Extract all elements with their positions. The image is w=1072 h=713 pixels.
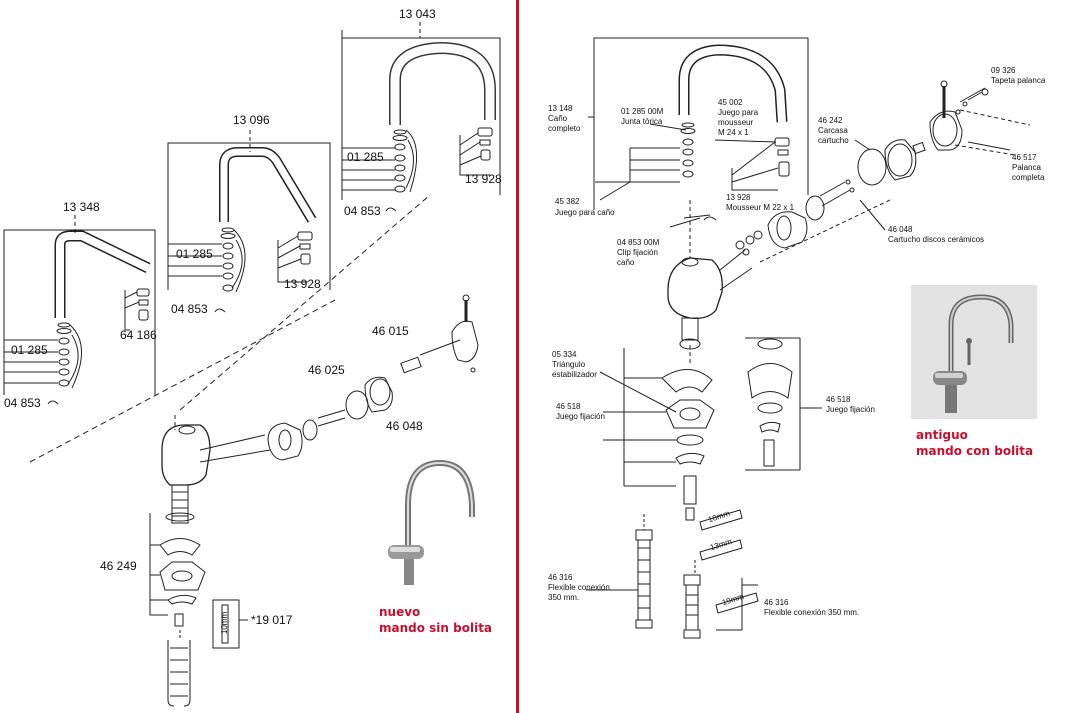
label-aerator-large: 13 928: [465, 172, 502, 186]
label-spout-name-2: completo: [548, 124, 581, 133]
label-clip-name-1: Clip fijación: [617, 248, 658, 257]
spout-small-drawing: [3, 215, 156, 405]
spout-large-drawing: [341, 22, 501, 212]
right-spout-drawing: [593, 37, 809, 258]
label-hose-part: *19 017: [251, 613, 293, 627]
label-lever-name-1: Palanca: [1012, 163, 1041, 172]
new-faucet-photo: [388, 459, 475, 585]
label-clip-name-2: caño: [617, 258, 635, 267]
label-clip-code: 04 853 00M: [617, 238, 660, 247]
mixer-body-drawing: [161, 294, 479, 486]
label-lever-code: 46 517: [1012, 153, 1037, 162]
label-lever-name-2: completa: [1012, 173, 1045, 182]
label-aerator-small: 64 186: [120, 328, 157, 342]
label-spout-name-1: Caño: [548, 114, 568, 123]
label-juego-name-3: M 24 x 1: [718, 128, 749, 137]
label-fix-left-code: 46 518: [556, 402, 581, 411]
label-clip-large: 04 853: [344, 204, 381, 218]
label-casing-name-1: Carcasa: [818, 126, 848, 135]
label-juego-code: 45 002: [718, 98, 743, 107]
label-juego-name-2: mousseur: [718, 118, 754, 127]
label-fixing-set: 46 249: [100, 559, 137, 573]
label-casing-code: 46 242: [818, 116, 843, 125]
label-mousseur-name: Mousseur M 22 x 1: [726, 203, 795, 212]
label-spout-code: 13 148: [548, 104, 573, 113]
old-faucet-photo: [911, 285, 1037, 419]
label-cartridge-name: Cartucho discos cerámicos: [888, 235, 985, 244]
spout-medium-drawing: [167, 130, 331, 313]
label-lever: 46 015: [372, 324, 409, 338]
label-oring-medium: 01 285: [176, 247, 213, 261]
label-casing-name-2: cartucho: [818, 136, 849, 145]
label-cartridge-code: 46 048: [888, 225, 913, 234]
label-mousseur-code: 13 928: [726, 193, 751, 202]
label-spout-small: 13 348: [63, 200, 100, 214]
label-hose-right-name: Flexible conexión 350 mm.: [764, 608, 860, 617]
label-fix-right-code: 46 518: [826, 395, 851, 404]
label-hose-left-name-1: Flexible conexión: [548, 583, 610, 592]
right-body-drawing: [667, 80, 1031, 319]
label-cano-set-name: Juego para caño: [555, 208, 615, 217]
new-annotation-line1: nuevo: [379, 605, 421, 619]
label-pad-name: Tapeta palanca: [991, 76, 1046, 85]
label-hose-left-code: 46 316: [548, 573, 573, 582]
label-fix-right-name: Juego fijación: [826, 405, 875, 414]
label-oring-name: Junta tórica: [621, 117, 663, 126]
left-fixing-set-drawing: [149, 484, 248, 707]
label-triangle-code: 05 334: [552, 350, 577, 359]
right-fixing-drawing: [603, 317, 822, 639]
label-hose-right-code: 46 316: [764, 598, 789, 607]
label-triangle-name-2: estabilizador: [552, 370, 597, 379]
label-oring-large: 01 285: [347, 150, 384, 164]
label-aerator-medium: 13 928: [284, 277, 321, 291]
panel-divider: [516, 0, 519, 713]
label-pad-code: 09 326: [991, 66, 1016, 75]
label-hose-dim: 10mm: [220, 611, 230, 635]
label-spout-medium: 13 096: [233, 113, 270, 127]
label-clip-medium: 04 853: [171, 302, 208, 316]
label-oring-small: 01 285: [11, 343, 48, 357]
label-clip-small: 04 853: [4, 396, 41, 410]
label-spout-large: 13 043: [399, 7, 436, 21]
new-annotation-line2: mando sin bolita: [379, 621, 493, 635]
label-cartridge: 46 048: [386, 419, 423, 433]
label-hose-left-name-2: 350 mm.: [548, 593, 580, 602]
label-oring-code: 01 285 00M: [621, 107, 664, 116]
label-fix-left-name: Juego fijación: [556, 412, 605, 421]
label-triangle-name-1: Triángulo: [552, 360, 586, 369]
label-juego-name-1: Juego para: [718, 108, 759, 117]
old-annotation-line2: mando con bolita: [916, 444, 1034, 458]
label-cano-set-code: 45 382: [555, 197, 580, 206]
old-annotation-line1: antiguo: [916, 428, 968, 442]
label-housing: 46 025: [308, 363, 345, 377]
